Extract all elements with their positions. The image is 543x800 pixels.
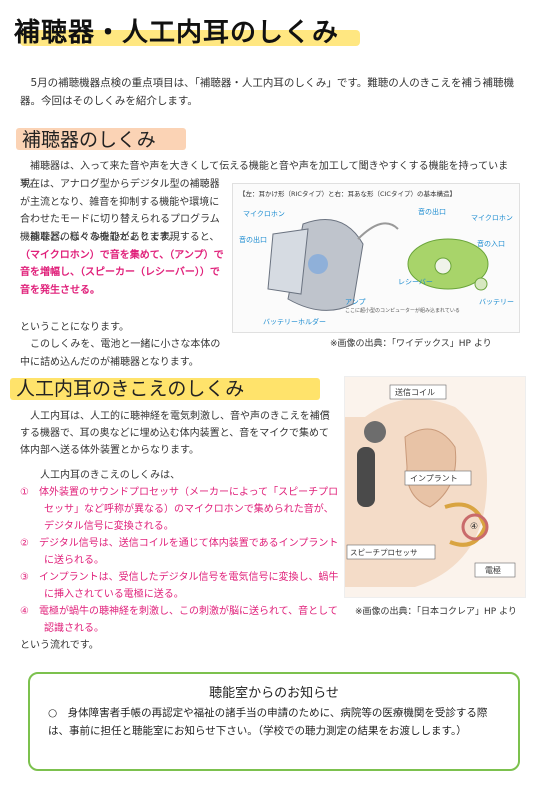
section2-heading: 人工内耳のきこえのしくみ xyxy=(16,378,245,400)
mic-left-label: マイクロホン xyxy=(243,210,285,218)
receiver-label: レシーバー xyxy=(398,278,433,286)
section1-para3: 補聴器のしくみをひとことで表現すると、 （マイクロホン）で音を集めて、（アンプ）で… xyxy=(20,229,228,299)
figure1-caption: ※画像の出典：「ワイデックス」HP より xyxy=(330,339,492,349)
sound-in-left-label: 音の出口 xyxy=(239,235,267,244)
page-title: 補聴器・人工内耳のしくみ xyxy=(14,18,340,48)
section1-para2: 現在は、アナログ型からデジタル型の補聴器が主流となり、雑音を抑制する機能や環境に… xyxy=(20,179,220,243)
coil-label: 送信コイル xyxy=(395,387,435,397)
coil-label-box xyxy=(389,384,447,400)
amp-label: アンプ xyxy=(345,298,366,306)
processor-label-box xyxy=(346,544,436,560)
battery-holder-label: バッテリーホルダー xyxy=(263,317,326,326)
step-3: ③ インプラントは、受信したデジタル信号を電気信号に変換し、蝸牛に挿入されている… xyxy=(20,572,339,600)
sound-out-label: 音の出口 xyxy=(418,207,446,216)
section1-para5: このしくみを、電池と一緒に小さな本体の中に詰め込んだのが補聴器となります。 xyxy=(20,339,221,368)
cochlea-shape xyxy=(461,513,489,541)
figure1-header: 【左：耳かけ形（RICタイプ）と右：耳あな形（CICタイプ）の基本構造】 xyxy=(239,189,456,198)
electrode-label: 電極 xyxy=(485,565,501,575)
coil-shape xyxy=(364,421,386,443)
section1-heading: 補聴器のしくみ xyxy=(22,129,156,151)
receiver-shape xyxy=(434,257,452,275)
battery-shape xyxy=(474,277,488,291)
notice-title: 聴能室からのお知らせ xyxy=(209,686,339,701)
amp-note: ここに超小型のコンピューターが組み込まれている xyxy=(345,307,460,314)
mic-right-label: マイクロホン xyxy=(471,214,513,222)
implant-label: インプラント xyxy=(410,474,458,483)
cochlear-implant-diagram: 送信コイル インプラント スピーチプロセッサ 電極 ④ xyxy=(344,376,526,598)
battery-label: バッテリー xyxy=(479,298,514,306)
battery-holder-shape xyxy=(267,228,309,295)
section1-para1: 補聴器は、入って来た音や声を大きくして伝える機能と音や声を加工して聞きやすくする… xyxy=(20,161,509,190)
intro-text: 5月の補聴機器点検の重点項目は、「補聴器・人工内耳のしくみ」です。難聴の人のきこ… xyxy=(20,77,514,107)
section1-heading-highlight xyxy=(16,128,186,150)
ric-wire-shape xyxy=(357,222,399,240)
notice-box: 聴能室からのお知らせ ○ 身体障害者手帳の再認定や福祉の諸手当の申請のために、病… xyxy=(28,672,520,771)
amp-chip-shape xyxy=(308,254,328,274)
step-2: ② デジタル信号は、送信コイルを通じて体内装置であるインプラントに送られる。 xyxy=(20,538,339,566)
steps-head: 人工内耳のきこえのしくみは、 xyxy=(40,470,181,481)
section2-heading-highlight xyxy=(10,378,320,400)
processor-shape xyxy=(357,447,375,507)
section2-closing: という流れです。 xyxy=(20,640,99,651)
steps-list: 人工内耳のきこえのしくみは、 ① 体外装置のサウンドプロセッサ（メーカーによって… xyxy=(20,467,340,637)
title-highlight xyxy=(20,30,360,46)
electrode-shape xyxy=(444,502,488,547)
figure2-caption: ※画像の出典：「日本コクレア」HP より xyxy=(355,607,517,617)
hearing-aid-diagram: 【左：耳かけ形（RICタイプ）と右：耳あな形（CICタイプ）の基本構造】 マイク… xyxy=(232,183,520,333)
notice-text: ○ 身体障害者手帳の再認定や福祉の諸手当の申請のために、病院等の医療機関を受診す… xyxy=(48,707,488,737)
section1-para4: ということになります。 xyxy=(20,322,129,333)
processor-label: スピーチプロセッサ xyxy=(350,548,418,557)
para3-intro: 補聴器のしくみをひとことで表現すると、 xyxy=(30,232,220,243)
sound-in-right-label: 音の入口 xyxy=(477,239,505,248)
step-1: ① 体外装置のサウンドプロセッサ（メーカーによって「スピーチプロセッサ」など呼称… xyxy=(20,487,339,532)
section2-para1: 人工内耳は、人工的に聴神経を電気刺激し、音や声のきこえを補償する機器で、耳の奥な… xyxy=(20,411,330,456)
num4-label: ④ xyxy=(470,522,478,532)
step-4: ④ 電極が蝸牛の聴神経を刺激し、この刺激が脳に送られて、音として認識される。 xyxy=(20,606,338,634)
electrode-label-box xyxy=(474,562,516,578)
implant-label-box xyxy=(404,470,472,486)
para3-highlight: （マイクロホン）で音を集めて、（アンプ）で音を増幅し、（スピーカー（レシーバー）… xyxy=(20,249,224,296)
